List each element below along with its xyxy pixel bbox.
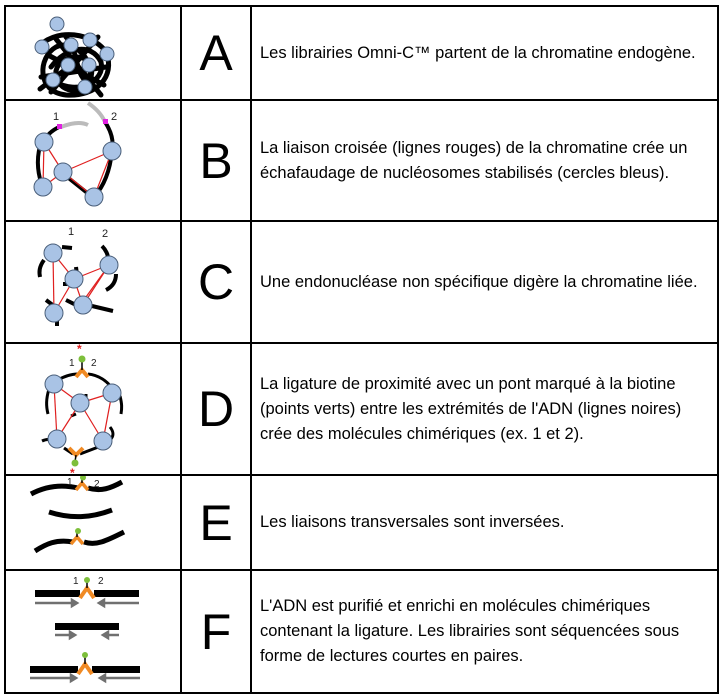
table-row: * * 1 2 D La ligature de proximité avec … (4, 342, 719, 476)
step-description: Les librairies Omni-C™ partent de la chr… (250, 5, 719, 101)
step-letter: B (180, 99, 252, 222)
step-description: Les liaisons transversales sont inversée… (250, 474, 719, 571)
illustration-cell: * * 1 2 (4, 342, 182, 476)
step-description: Une endonucléase non spécifique digère l… (250, 220, 719, 344)
fragment-label: 2 (98, 576, 104, 587)
step-letter: A (180, 5, 252, 101)
fragment-label: 1 (69, 358, 75, 369)
fragment-label: 2 (94, 479, 100, 490)
step-description: La liaison croisée (lignes rouges) de la… (250, 99, 719, 222)
step-letter: C (180, 220, 252, 344)
chromatin-blob-illustration (34, 16, 115, 98)
table-row: 1 2 B La liaison croisée (lignes rouges)… (4, 99, 719, 222)
fragment-label: 2 (102, 228, 108, 240)
fragment-label: 2 (111, 111, 117, 123)
table-row: 1 2 E Les liaisons transversales sont in… (4, 474, 719, 571)
svg-text:*: * (77, 344, 82, 356)
reversed-crosslinks-illustration: 1 2 (29, 476, 126, 554)
digested-chromatin-illustration: 1 2 (37, 226, 119, 326)
fragment-label: 2 (91, 358, 97, 369)
step-letter: D (180, 342, 252, 476)
illustration-cell: 1 2 (4, 99, 182, 222)
step-letter: E (180, 474, 252, 571)
svg-text:*: * (70, 466, 75, 474)
fragment-label: 1 (73, 576, 79, 587)
paired-end-sequencing-illustration: 1 2 (30, 576, 140, 684)
table-row: 1 2 F L'ADN est purifié et enrichi en mo… (4, 569, 719, 694)
fragment-label: 1 (53, 111, 59, 123)
omni-c-workflow-table: A Les librairies Omni-C™ partent de la c… (4, 5, 719, 694)
illustration-cell: 1 2 (4, 569, 182, 694)
fragment-label: 1 (68, 226, 74, 238)
fragment-label: 1 (67, 477, 73, 488)
crosslinked-chromatin-illustration: 1 2 (33, 101, 122, 207)
table-row: A Les librairies Omni-C™ partent de la c… (4, 5, 719, 101)
proximity-ligation-illustration: * * 1 2 (41, 344, 124, 474)
table-row: 1 2 C Une endonucléase non spécifique di… (4, 220, 719, 344)
illustration-cell (4, 5, 182, 101)
step-letter: F (180, 569, 252, 694)
step-description: L'ADN est purifié et enrichi en molécule… (250, 569, 719, 694)
illustration-cell: 1 2 (4, 220, 182, 344)
illustration-cell: 1 2 (4, 474, 182, 571)
step-description: La ligature de proximité avec un pont ma… (250, 342, 719, 476)
